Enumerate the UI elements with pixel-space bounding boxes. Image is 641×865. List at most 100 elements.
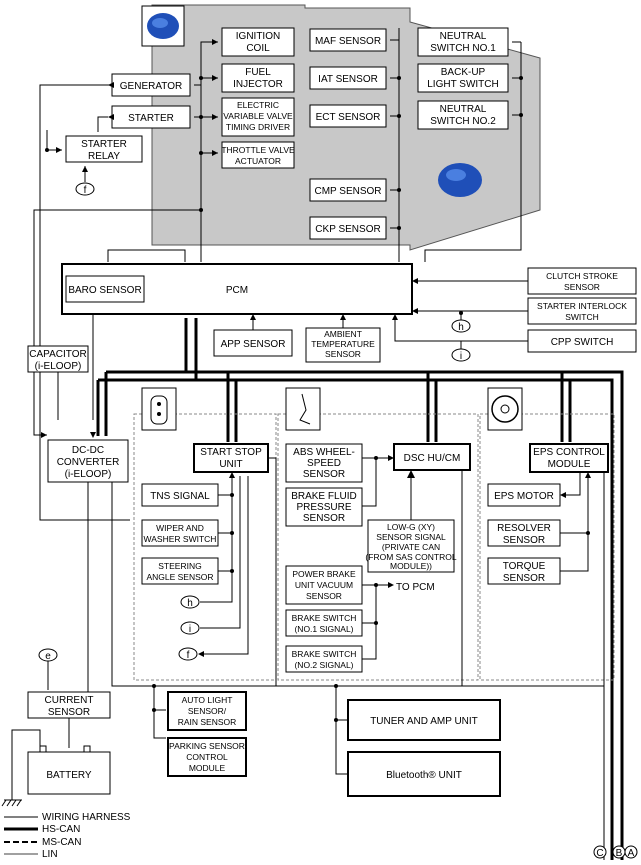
- transmission-image-icon: [438, 163, 482, 197]
- svg-text:STEERING: STEERING: [158, 561, 201, 571]
- svg-text:(NO.2 SIGNAL): (NO.2 SIGNAL): [294, 660, 353, 670]
- svg-text:AMBIENT: AMBIENT: [324, 329, 362, 339]
- start-stop-unit-box: START STOP UNIT: [193, 443, 269, 473]
- wiper-washer-switch-box: WIPER AND WASHER SWITCH: [141, 519, 219, 547]
- svg-text:DC-DC: DC-DC: [72, 445, 104, 456]
- start-stop-wiring: [198, 472, 249, 657]
- svg-text:VARIABLE VALVE: VARIABLE VALVE: [223, 111, 293, 121]
- svg-text:(PRIVATE CAN: (PRIVATE CAN: [382, 542, 440, 552]
- svg-text:(NO.1 SIGNAL): (NO.1 SIGNAL): [294, 624, 353, 634]
- engine-wiring: [33, 28, 522, 521]
- svg-text:LOW-G (XY): LOW-G (XY): [387, 522, 435, 532]
- ground-icon: [1, 799, 22, 807]
- svg-text:IAT SENSOR: IAT SENSOR: [318, 74, 378, 85]
- brake-switch-1-box: BRAKE SWITCH (NO.1 SIGNAL): [285, 609, 363, 637]
- svg-text:PARKING SENSOR: PARKING SENSOR: [169, 741, 245, 751]
- svg-text:RESOLVER: RESOLVER: [497, 523, 551, 534]
- svg-text:BRAKE SWITCH: BRAKE SWITCH: [292, 613, 357, 623]
- svg-text:HS-CAN: HS-CAN: [42, 824, 80, 835]
- connector-i-pcm: i: [451, 348, 471, 362]
- svg-text:WIRING HARNESS: WIRING HARNESS: [42, 812, 131, 823]
- starter-relay-box: STARTER RELAY: [65, 135, 143, 163]
- power-brake-vacuum-sensor-box: POWER BRAKE UNIT VACUUM SENSOR: [285, 565, 363, 605]
- svg-text:LIN: LIN: [42, 849, 58, 860]
- svg-text:SENSOR: SENSOR: [503, 535, 545, 546]
- svg-text:SENSOR/: SENSOR/: [188, 706, 227, 716]
- svg-text:BARO SENSOR: BARO SENSOR: [68, 285, 141, 296]
- svg-text:COIL: COIL: [246, 43, 270, 54]
- svg-text:PRESSURE: PRESSURE: [296, 502, 351, 513]
- svg-text:(i-ELOOP): (i-ELOOP): [65, 469, 112, 480]
- svg-text:h: h: [458, 322, 464, 333]
- ignition-coil-box: IGNITION COIL: [221, 27, 295, 57]
- svg-text:SPEED: SPEED: [307, 458, 341, 469]
- capacitor-box: CAPACITOR (i-ELOOP): [27, 345, 89, 373]
- svg-text:C: C: [596, 848, 603, 859]
- connector-c: C: [593, 845, 607, 859]
- svg-text:f: f: [187, 650, 190, 661]
- svg-text:SENSOR: SENSOR: [48, 707, 90, 718]
- battery-box: BATTERY: [27, 745, 111, 795]
- svg-text:MODULE: MODULE: [189, 763, 226, 773]
- cmp-sensor-box: CMP SENSOR: [309, 178, 387, 202]
- svg-text:START STOP: START STOP: [200, 447, 262, 458]
- svg-text:CLUTCH STROKE: CLUTCH STROKE: [546, 271, 618, 281]
- connector-f-top: f: [75, 182, 95, 196]
- svg-text:FUEL: FUEL: [245, 67, 271, 78]
- svg-text:CPP SWITCH: CPP SWITCH: [551, 337, 614, 348]
- to-pcm-label: TO PCM: [396, 582, 435, 593]
- tns-signal-box: TNS SIGNAL: [141, 483, 219, 507]
- svg-text:B: B: [616, 848, 623, 859]
- svg-text:h: h: [187, 598, 193, 609]
- svg-text:RAIN SENSOR: RAIN SENSOR: [178, 717, 237, 727]
- dcdc-converter-box: DC-DC CONVERTER (i-ELOOP): [47, 439, 129, 483]
- svg-text:BRAKE FLUID: BRAKE FLUID: [291, 491, 357, 502]
- app-sensor-box: APP SENSOR: [213, 329, 293, 357]
- starter-interlock-switch-box: STARTER INTERLOCK SWITCH: [527, 297, 637, 325]
- svg-text:BACK-UP: BACK-UP: [441, 67, 486, 78]
- eps-wiring: [560, 472, 591, 572]
- svg-text:SWITCH NO.2: SWITCH NO.2: [430, 116, 496, 127]
- maf-sensor-box: MAF SENSOR: [309, 28, 387, 52]
- svg-text:ABS WHEEL-: ABS WHEEL-: [293, 447, 355, 458]
- svg-text:EPS MOTOR: EPS MOTOR: [494, 491, 554, 502]
- connector-h-pcm: h: [451, 319, 471, 333]
- svg-text:SENSOR: SENSOR: [303, 513, 345, 524]
- svg-text:MS-CAN: MS-CAN: [42, 837, 81, 848]
- svg-text:UNIT: UNIT: [219, 459, 242, 470]
- svg-text:CONTROL: CONTROL: [186, 752, 228, 762]
- svg-text:SENSOR SIGNAL: SENSOR SIGNAL: [376, 532, 446, 542]
- svg-text:STARTER: STARTER: [128, 113, 174, 124]
- svg-text:SENSOR: SENSOR: [325, 349, 361, 359]
- connector-h-start-stop: h: [180, 595, 200, 609]
- svg-text:PCM: PCM: [226, 285, 248, 296]
- svg-text:ANGLE SENSOR: ANGLE SENSOR: [146, 572, 213, 582]
- clutch-stroke-sensor-box: CLUTCH STROKE SENSOR: [527, 267, 637, 295]
- auto-light-rain-sensor-box: AUTO LIGHT SENSOR/ RAIN SENSOR: [167, 691, 247, 731]
- eps-control-module-box: EPS CONTROL MODULE: [529, 443, 609, 473]
- dsc-hu-cm-box: DSC HU/CM: [393, 443, 471, 471]
- brake-switch-2-box: BRAKE SWITCH (NO.2 SIGNAL): [285, 645, 363, 673]
- svg-text:f: f: [84, 185, 87, 196]
- pcm-input-wiring: [92, 280, 528, 420]
- backup-light-switch-box: BACK-UP LIGHT SWITCH: [417, 63, 509, 93]
- svg-text:ECT SENSOR: ECT SENSOR: [316, 112, 381, 123]
- svg-text:e: e: [45, 651, 51, 662]
- svg-text:DSC HU/CM: DSC HU/CM: [404, 453, 461, 464]
- svg-text:BATTERY: BATTERY: [46, 770, 92, 781]
- eps-motor-box: EPS MOTOR: [487, 483, 561, 507]
- svg-text:STARTER INTERLOCK: STARTER INTERLOCK: [537, 301, 627, 311]
- ambient-temperature-sensor-box: AMBIENT TEMPERATURE SENSOR: [305, 327, 381, 363]
- svg-text:WIPER AND: WIPER AND: [156, 523, 204, 533]
- current-sensor-box: CURRENT SENSOR: [27, 691, 111, 719]
- svg-text:THROTTLE VALVE: THROTTLE VALVE: [221, 145, 295, 155]
- svg-text:CKP SENSOR: CKP SENSOR: [315, 224, 380, 235]
- svg-text:RELAY: RELAY: [88, 151, 120, 162]
- svg-text:NEUTRAL: NEUTRAL: [440, 31, 487, 42]
- svg-text:MODULE)): MODULE)): [390, 561, 432, 571]
- svg-text:APP SENSOR: APP SENSOR: [221, 339, 286, 350]
- svg-text:TNS SIGNAL: TNS SIGNAL: [150, 491, 210, 502]
- steering-wheel-icon: [487, 387, 523, 431]
- brake-fluid-pressure-sensor-box: BRAKE FLUID PRESSURE SENSOR: [285, 487, 363, 527]
- ect-sensor-box: ECT SENSOR: [309, 104, 387, 128]
